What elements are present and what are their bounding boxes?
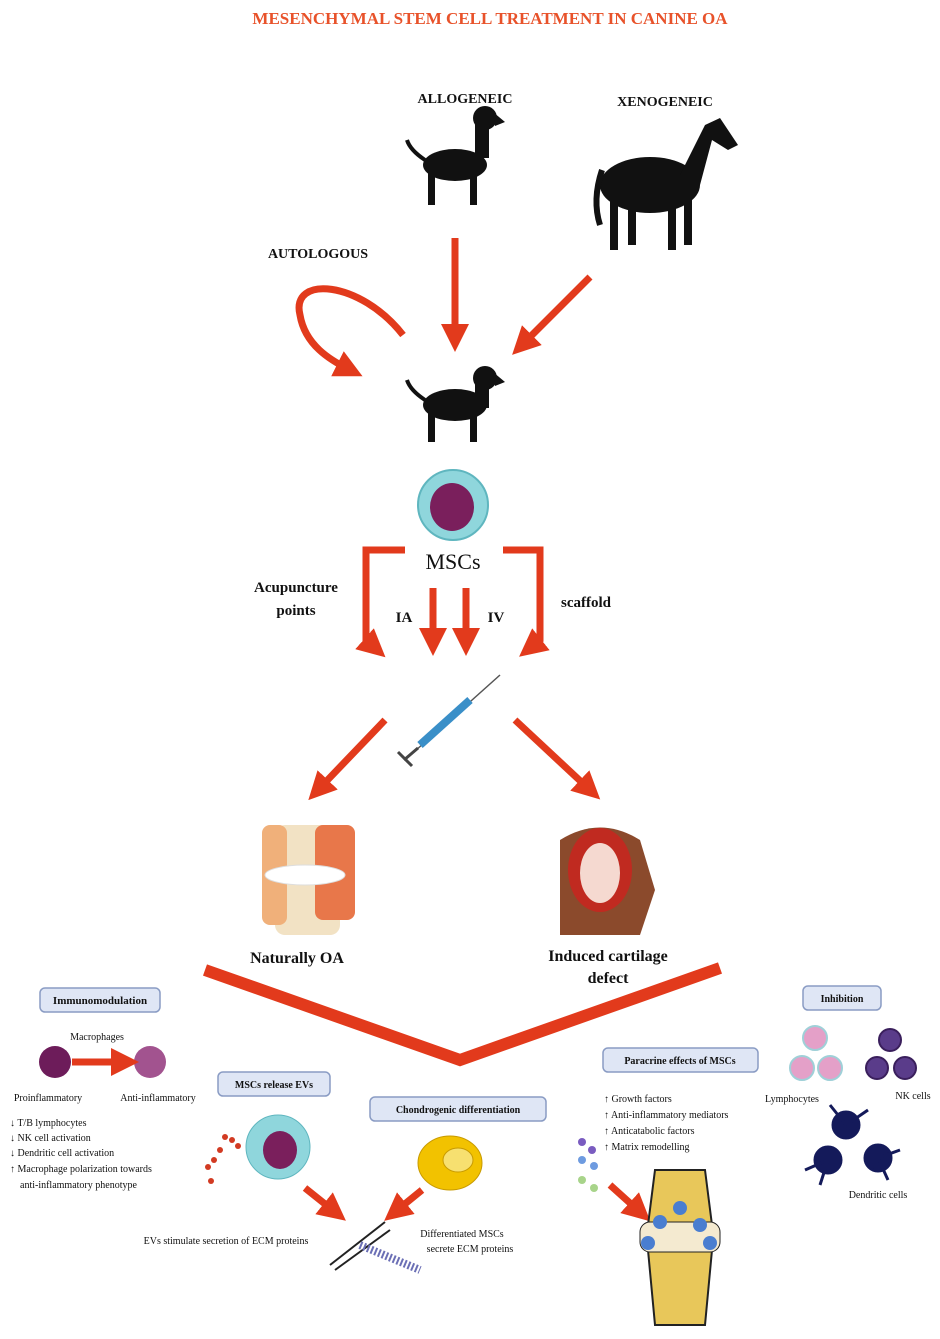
label-induced-1: Induced cartilage [548, 948, 668, 965]
box-evs [217, 1071, 331, 1097]
ev-cell-icon [205, 1114, 311, 1184]
arrow-to-naturally-oa [308, 717, 388, 801]
label-allogeneic: ALLOGENEIC [418, 92, 513, 107]
diagram-title: MESENCHYMAL STEM CELL TREATMENT IN CANIN… [252, 9, 728, 28]
paracrine-item: ↑ Anticatabolic factors [604, 1126, 695, 1137]
label-acupuncture-2: points [276, 603, 315, 619]
immuno-item: ↓ Dendritic cell activation [10, 1148, 114, 1159]
label-evs: MSCs release EVs [235, 1080, 313, 1091]
arrow-paracrine-to-joint [607, 1182, 651, 1222]
label-iv: IV [488, 610, 505, 626]
dog-donor-icon [405, 106, 505, 205]
cartilage-defect-icon [560, 827, 655, 935]
msc-cell-icon [417, 469, 489, 541]
macrophage-anti-icon [134, 1046, 166, 1078]
label-naturally-oa: Naturally OA [250, 950, 344, 967]
dog-recipient-icon [405, 366, 505, 442]
box-chondrogenic [369, 1096, 547, 1122]
label-anti-inflammatory: Anti-inflammatory [120, 1093, 196, 1104]
box-paracrine [602, 1047, 759, 1073]
paracrine-factors-icon [578, 1138, 598, 1192]
ecm-fibers-icon [329, 1221, 422, 1274]
immuno-item: ↑ Macrophage polarization towards [10, 1164, 152, 1175]
nk-cells-icon [865, 1028, 917, 1080]
knee-joint-icon [262, 825, 355, 935]
label-proinflammatory: Proinflammatory [14, 1093, 82, 1104]
label-macrophages: Macrophages [70, 1032, 124, 1043]
label-ia: IA [396, 610, 413, 626]
arrow-scaffold [503, 546, 550, 657]
immuno-item: ↓ T/B lymphocytes [10, 1118, 87, 1129]
label-acupuncture-1: Acupuncture [254, 580, 338, 596]
box-immunomodulation [39, 987, 161, 1013]
arrow-chondro-to-ecm [384, 1187, 425, 1221]
box-inhibition [802, 985, 882, 1011]
caption-chondro-2: secrete ECM proteins [427, 1244, 514, 1255]
label-immunomodulation: Immunomodulation [53, 995, 147, 1007]
label-scaffold: scaffold [561, 595, 612, 611]
arrow-autologous [295, 285, 406, 377]
syringe-icon [396, 674, 501, 768]
arrow-acupuncture [355, 546, 405, 658]
label-xenogeneic: XENOGENEIC [617, 95, 713, 110]
label-dendritic-cells: Dendritic cells [849, 1190, 908, 1201]
label-paracrine: Paracrine effects of MSCs [624, 1056, 735, 1067]
immuno-item: anti-inflammatory phenotype [20, 1180, 137, 1191]
bone-joint-icon [639, 1169, 721, 1326]
paracrine-item: ↑ Matrix remodelling [604, 1142, 690, 1153]
caption-evs: EVs stimulate secretion of ECM proteins [144, 1236, 309, 1247]
dendritic-cells-icon [804, 1104, 901, 1186]
label-lymphocytes: Lymphocytes [765, 1094, 819, 1105]
caption-chondro-1: Differentiated MSCs [420, 1229, 504, 1240]
paracrine-item: ↑ Growth factors [604, 1094, 672, 1105]
chondrocyte-icon [417, 1135, 483, 1191]
label-induced-2: defect [588, 970, 630, 987]
label-chondrogenic: Chondrogenic differentiation [396, 1105, 521, 1116]
macrophage-pro-icon [39, 1046, 71, 1078]
arrow-evs-to-ecm [302, 1185, 346, 1221]
lymphocytes-icon [789, 1025, 843, 1081]
arrow-to-induced-defect [512, 717, 601, 800]
paracrine-item: ↑ Anti-inflammatory mediators [604, 1110, 729, 1121]
converging-arrow [203, 962, 723, 1067]
horse-icon [593, 118, 738, 250]
label-nk-cells: NK cells [895, 1091, 930, 1102]
immuno-item: ↓ NK cell activation [10, 1133, 91, 1144]
arrow-xenogeneic [512, 274, 593, 355]
label-mscs: MSCs [425, 549, 480, 574]
label-inhibition: Inhibition [821, 994, 864, 1005]
label-autologous: AUTOLOGOUS [268, 247, 368, 262]
